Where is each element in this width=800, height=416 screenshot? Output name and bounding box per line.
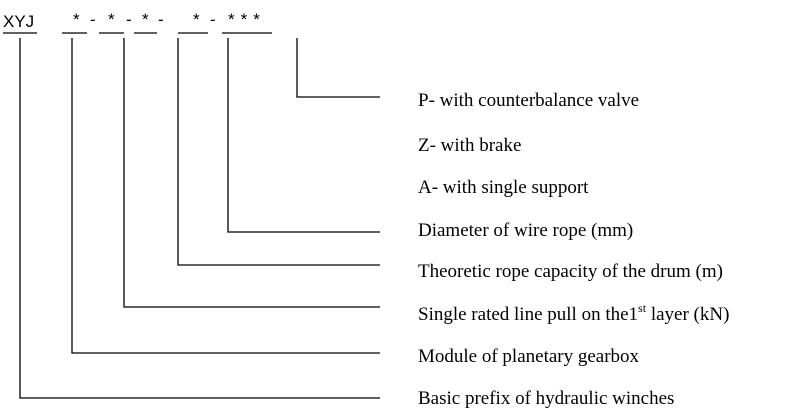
leader-diameter <box>227 38 380 233</box>
label-rope-diameter: Diameter of wire rope (mm) <box>418 220 633 241</box>
code-dash-1: - <box>90 10 96 29</box>
leader-capacity <box>177 38 380 266</box>
label-single-support: A- with single support <box>418 177 589 198</box>
label-line-pull-main: Single rated line pull on the1 <box>418 304 638 325</box>
label-line-pull: Single rated line pull on the1st layer (… <box>418 301 729 325</box>
label-line-pull-tail: layer (kN) <box>646 304 729 325</box>
label-basic-prefix: Basic prefix of hydraulic winches <box>418 388 674 409</box>
code-star-1: * <box>73 10 80 29</box>
code-star-3: * <box>142 10 149 29</box>
leader-pull <box>123 38 380 308</box>
code-star-2: * <box>108 10 115 29</box>
code-dash-2: - <box>126 10 132 29</box>
label-brake: Z- with brake <box>418 135 521 156</box>
label-counterbalance-valve: P- with counterbalance valve <box>418 90 639 111</box>
code-star-4: * <box>193 10 200 29</box>
code-prefix: XYJ <box>3 12 34 31</box>
label-rope-capacity: Theoretic rope capacity of the drum (m) <box>418 261 723 282</box>
leader-p <box>296 38 380 98</box>
leader-prefix <box>19 38 380 399</box>
code-dash-3: - <box>158 10 164 29</box>
leader-module <box>71 38 380 354</box>
label-planetary-gearbox: Module of planetary gearbox <box>418 346 640 367</box>
label-line-pull-sup: st <box>638 301 647 315</box>
code-dash-4: - <box>210 10 216 29</box>
code-star-group: *** <box>228 10 266 29</box>
